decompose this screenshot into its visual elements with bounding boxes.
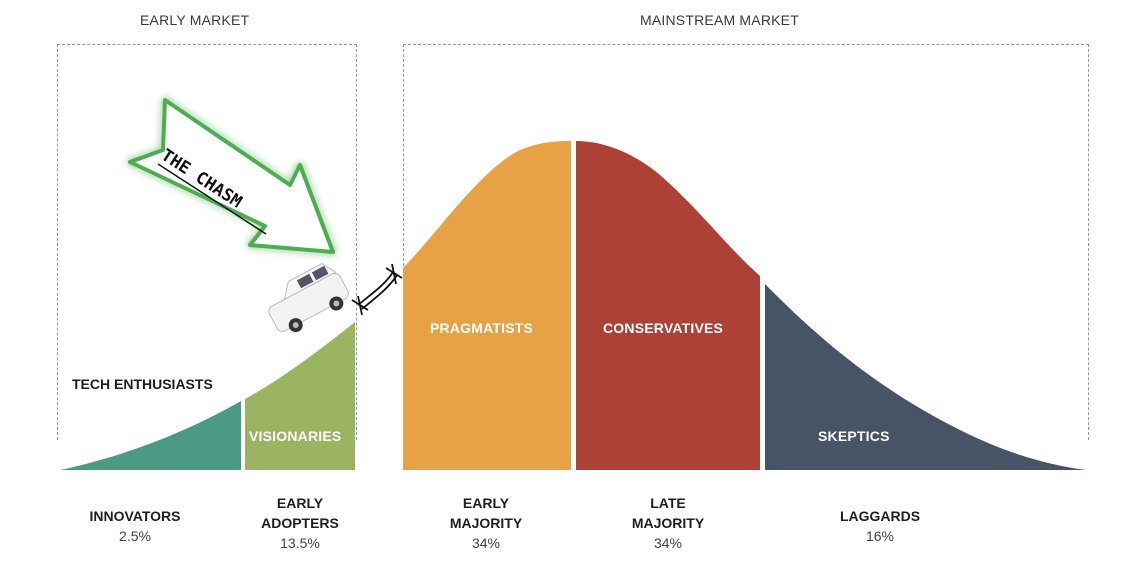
category-name-line2: MAJORITY (449, 515, 523, 531)
car-icon (268, 263, 349, 333)
visionaries-label: VISIONARIES (249, 428, 342, 444)
category-name: LAGGARDS (839, 508, 921, 524)
pragmatists-label: PRAGMATISTS (430, 320, 534, 336)
category-percent: 34% (471, 535, 501, 551)
category-name: EARLY (276, 495, 324, 511)
category-percent: 34% (653, 535, 683, 551)
segment-pragmatists (403, 141, 571, 470)
category-name-line2: ADOPTERS (261, 515, 339, 531)
segment-innovators (60, 401, 241, 470)
tech-enthusiasts-label: TECH ENTHUSIASTS (72, 376, 213, 392)
category-name: INNOVATORS (89, 508, 181, 524)
category-late-majority: LATE MAJORITY 34% (618, 493, 718, 553)
segment-visionaries (245, 322, 355, 470)
early-market-bracket (57, 44, 357, 440)
category-name: EARLY (462, 495, 510, 511)
early-market-title: EARLY MARKET (140, 12, 250, 28)
category-early-majority: EARLY MAJORITY 34% (436, 493, 536, 553)
skeptics-label: SKEPTICS (818, 428, 890, 444)
category-early-adopters: EARLY ADOPTERS 13.5% (250, 493, 350, 553)
mainstream-market-bracket (403, 44, 1089, 440)
category-name-line2: MAJORITY (631, 515, 705, 531)
category-percent: 13.5% (280, 535, 320, 551)
segment-conservatives (576, 141, 760, 470)
mainstream-market-title: MAINSTREAM MARKET (640, 12, 799, 28)
chasm-gap-icon (351, 263, 403, 316)
category-innovators: INNOVATORS 2.5% (80, 506, 190, 546)
chasm-arrow-icon (128, 98, 335, 254)
category-laggards: LAGGARDS 16% (830, 506, 930, 546)
segment-skeptics (765, 284, 1086, 470)
category-percent: 2.5% (119, 528, 151, 544)
conservatives-label: CONSERVATIVES (603, 320, 724, 336)
category-percent: 16% (865, 528, 895, 544)
category-name: LATE (650, 495, 686, 511)
